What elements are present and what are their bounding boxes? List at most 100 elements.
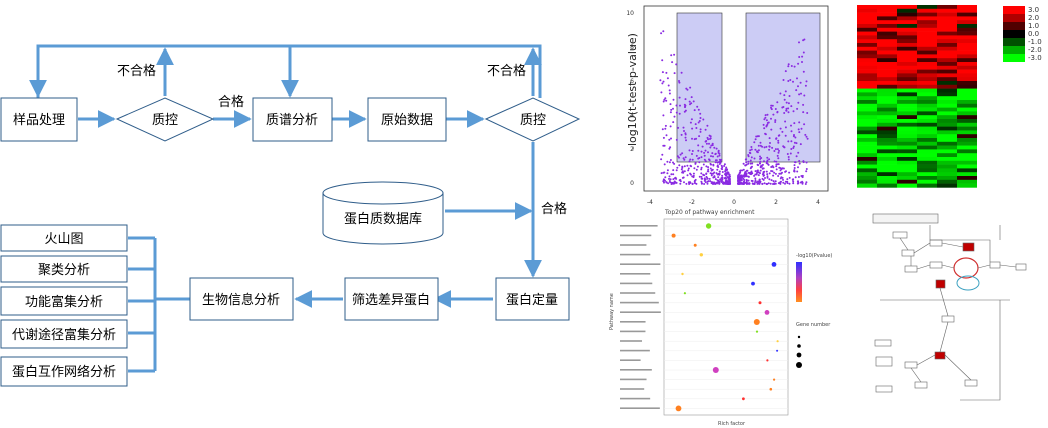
heatmap-cell bbox=[957, 138, 977, 143]
volcano-point bbox=[688, 100, 691, 103]
volcano-point bbox=[723, 177, 726, 180]
volcano-point bbox=[763, 182, 766, 185]
volcano-point bbox=[718, 170, 721, 173]
volcano-point bbox=[789, 79, 792, 81]
volcano-point bbox=[766, 159, 769, 162]
heatmap-cell bbox=[897, 149, 917, 154]
heatmap-cell bbox=[897, 172, 917, 177]
bubble-point bbox=[705, 223, 712, 229]
heatmap-cell bbox=[857, 107, 877, 112]
heatmap-cell bbox=[917, 149, 937, 154]
heatmap-cell bbox=[857, 176, 877, 181]
volcano-point bbox=[798, 93, 801, 96]
volcano-point bbox=[759, 166, 762, 169]
volcano-point bbox=[790, 124, 792, 127]
volcano-point bbox=[738, 182, 741, 185]
heatmap-cell bbox=[877, 100, 897, 105]
volcano-point bbox=[793, 164, 796, 167]
volcano-point bbox=[697, 121, 700, 124]
volcano-point bbox=[768, 178, 771, 181]
heatmap-cell bbox=[897, 24, 917, 29]
volcano-point bbox=[754, 179, 757, 182]
volcano-point bbox=[742, 168, 745, 171]
volcano-point bbox=[800, 127, 803, 130]
volcano-point bbox=[693, 138, 696, 141]
volcano-point bbox=[672, 173, 675, 176]
volcano-point bbox=[673, 72, 676, 75]
pathway-node-red bbox=[935, 279, 946, 289]
volcano-point bbox=[793, 141, 796, 144]
heatmap-cell bbox=[857, 119, 877, 124]
volcano-point bbox=[753, 182, 756, 185]
volcano-plot: -log10(t-test p-value) 10 8 6 4 2 0 -4 -… bbox=[626, 5, 829, 206]
heatmap-cell bbox=[877, 96, 897, 101]
bubble-frame bbox=[663, 218, 789, 416]
heatmap-cell bbox=[937, 81, 957, 86]
heatmap-cell bbox=[937, 31, 957, 36]
heatmap-cell bbox=[917, 103, 937, 108]
volcano-point bbox=[724, 182, 727, 185]
volcano-point bbox=[665, 99, 668, 102]
volcano-point bbox=[776, 111, 779, 114]
heatmap-cell bbox=[857, 141, 877, 146]
volcano-point bbox=[761, 167, 764, 170]
volcano-point bbox=[775, 165, 778, 168]
edge-labels: 不合格 合格 不合格 合格 bbox=[117, 63, 567, 217]
pathway-highlight-ring bbox=[953, 257, 979, 279]
volcano-point bbox=[666, 169, 669, 172]
heatmap-cell bbox=[897, 168, 917, 173]
pathway-node bbox=[875, 356, 893, 367]
volcano-point bbox=[694, 123, 697, 126]
volcano-point bbox=[787, 65, 790, 68]
volcano-point bbox=[680, 133, 683, 136]
volcano-point bbox=[773, 171, 776, 174]
volcano-point bbox=[747, 162, 750, 165]
volcano-point bbox=[703, 154, 706, 157]
volcano-point bbox=[750, 156, 753, 159]
heatmap-cell bbox=[877, 130, 897, 135]
pathway-node bbox=[904, 265, 918, 273]
volcano-point bbox=[787, 63, 790, 66]
volcano-point bbox=[768, 148, 771, 151]
volcano-point bbox=[802, 51, 805, 54]
output-box-4 bbox=[0, 319, 128, 349]
heatmap-cell bbox=[957, 31, 977, 36]
volcano-point bbox=[693, 109, 696, 112]
heatmap-cell bbox=[957, 69, 977, 74]
volcano-point bbox=[756, 150, 759, 153]
volcano-point bbox=[661, 71, 664, 74]
volcano-point bbox=[787, 111, 790, 114]
volcano-point bbox=[803, 94, 806, 97]
volcano-point bbox=[667, 182, 670, 185]
heatmap-cell bbox=[937, 20, 957, 25]
heatmap-cell bbox=[897, 35, 917, 40]
pathway-node-red bbox=[934, 351, 946, 360]
volcano-point bbox=[689, 121, 692, 124]
heatmap-cell bbox=[917, 46, 937, 51]
volcano-point bbox=[758, 162, 761, 165]
bubble-row-label bbox=[620, 349, 650, 352]
volcano-point bbox=[782, 181, 785, 184]
heatmap-cell bbox=[877, 183, 897, 188]
volcano-point bbox=[673, 115, 676, 118]
volcano-point bbox=[718, 173, 721, 176]
volcano-point bbox=[685, 182, 688, 185]
volcano-point bbox=[788, 182, 791, 185]
heatmap-legend-swatch bbox=[1003, 38, 1025, 46]
pathway-map bbox=[872, 213, 1027, 401]
volcano-point bbox=[766, 162, 769, 165]
heatmap-cell bbox=[957, 65, 977, 70]
heatmap-cell bbox=[897, 100, 917, 105]
volcano-point bbox=[671, 61, 674, 64]
volcano-point bbox=[801, 61, 803, 63]
volcano-point bbox=[804, 84, 807, 87]
volcano-point bbox=[709, 162, 712, 165]
heatmap-cell bbox=[897, 96, 917, 101]
volcano-point bbox=[745, 178, 748, 181]
bubble-point bbox=[742, 397, 745, 401]
volcano-point bbox=[672, 107, 674, 110]
volcano-point bbox=[675, 111, 678, 114]
volcano-point bbox=[698, 175, 701, 178]
heatmap-cell bbox=[957, 43, 977, 48]
heatmap-cell bbox=[857, 16, 877, 21]
